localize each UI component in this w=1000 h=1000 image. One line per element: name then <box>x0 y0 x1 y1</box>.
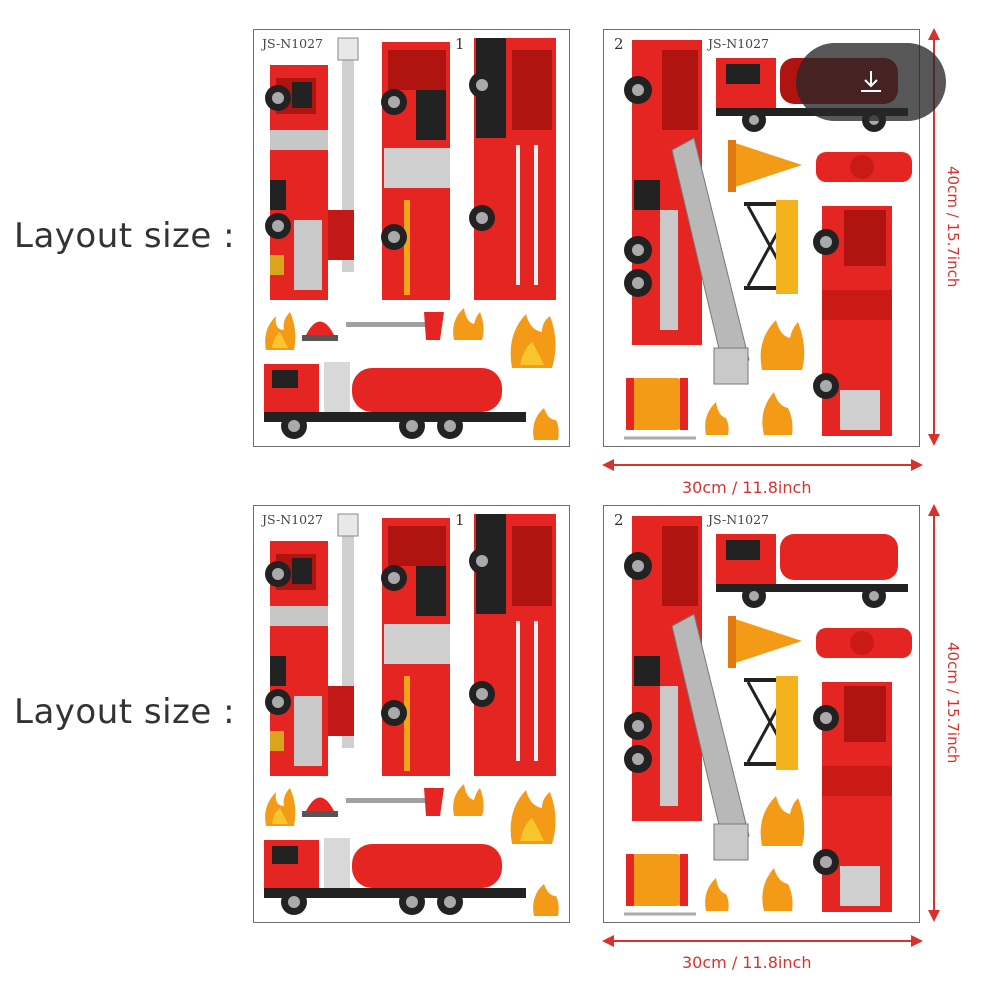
height-label: 40cm / 15.7inch <box>944 642 962 764</box>
flame-sticker <box>533 884 559 916</box>
fire-hydrant-sticker <box>816 152 912 182</box>
fire-hydrant-sticker <box>816 628 912 658</box>
aerial-ladder-truck-sticker <box>265 513 359 776</box>
flame-sticker <box>453 784 484 816</box>
sheet-code: JS-N1027 <box>262 512 324 527</box>
aerial-ladder-truck-sticker <box>265 37 359 300</box>
sticker-sheet-1: JS-N1027 1 <box>253 29 570 447</box>
fire-engine-sticker-middle <box>381 518 450 776</box>
flame-sticker <box>760 796 805 846</box>
flame-sticker <box>762 868 793 911</box>
sheet-number: 2 <box>614 511 624 529</box>
sticker-sheet-1: JS-N1027 1 <box>253 505 570 923</box>
flame-sticker <box>762 392 793 435</box>
flame-sticker <box>510 314 556 368</box>
warning-sign-sticker <box>744 676 798 770</box>
sheet-code: JS-N1027 <box>708 512 770 527</box>
water-tanker-truck-sticker <box>264 838 526 915</box>
flame-sticker <box>760 320 805 370</box>
traffic-cone-sticker <box>728 140 802 192</box>
flame-sticker <box>510 790 556 844</box>
extended-ladder-sticker <box>671 613 750 861</box>
sheet-number: 1 <box>455 35 465 53</box>
width-label: 30cm / 11.8inch <box>682 478 812 497</box>
fire-hose-reel-sticker <box>624 378 696 440</box>
fire-hose-reel-sticker <box>624 854 696 916</box>
siren-light-sticker <box>302 797 338 817</box>
sheet-1-stickers <box>264 513 559 916</box>
sheet-2-stickers <box>624 516 912 916</box>
width-dimension-arrow <box>602 935 923 947</box>
flame-sticker <box>533 408 559 440</box>
siren-light-sticker <box>302 321 338 341</box>
fire-engine-sticker-right <box>813 682 892 912</box>
fire-engine-sticker-right <box>469 38 556 300</box>
flame-sticker <box>453 308 484 340</box>
layout-size-label: Layout size : <box>14 692 236 732</box>
width-label: 30cm / 11.8inch <box>682 953 812 972</box>
water-tanker-truck-sticker <box>264 362 526 439</box>
flame-sticker <box>265 312 296 350</box>
flame-sticker <box>705 402 729 435</box>
fire-engine-sticker-middle <box>381 42 450 300</box>
fire-axe-sticker <box>346 312 444 340</box>
width-dimension-arrow <box>602 459 923 471</box>
sticker-sheet-2: 2 JS-N1027 <box>603 505 920 923</box>
height-label: 40cm / 15.7inch <box>944 166 962 288</box>
extended-ladder-sticker <box>671 137 750 385</box>
sheet-code: JS-N1027 <box>262 36 324 51</box>
fire-engine-sticker-right <box>813 206 892 436</box>
sheet-number: 2 <box>614 35 624 53</box>
sheet-code: JS-N1027 <box>708 36 770 51</box>
layout-size-label: Layout size : <box>14 216 236 256</box>
height-dimension-arrow <box>928 504 940 922</box>
download-button[interactable] <box>796 43 946 121</box>
warning-sign-sticker <box>744 200 798 294</box>
traffic-cone-sticker <box>728 616 802 668</box>
flame-sticker <box>265 788 296 826</box>
water-tanker-truck-sticker <box>716 534 908 608</box>
fire-engine-sticker-right <box>469 514 556 776</box>
sheet-1-stickers <box>264 37 559 440</box>
sheet-number: 1 <box>455 511 465 529</box>
download-icon <box>861 71 881 92</box>
flame-sticker <box>705 878 729 911</box>
fire-axe-sticker <box>346 788 444 816</box>
